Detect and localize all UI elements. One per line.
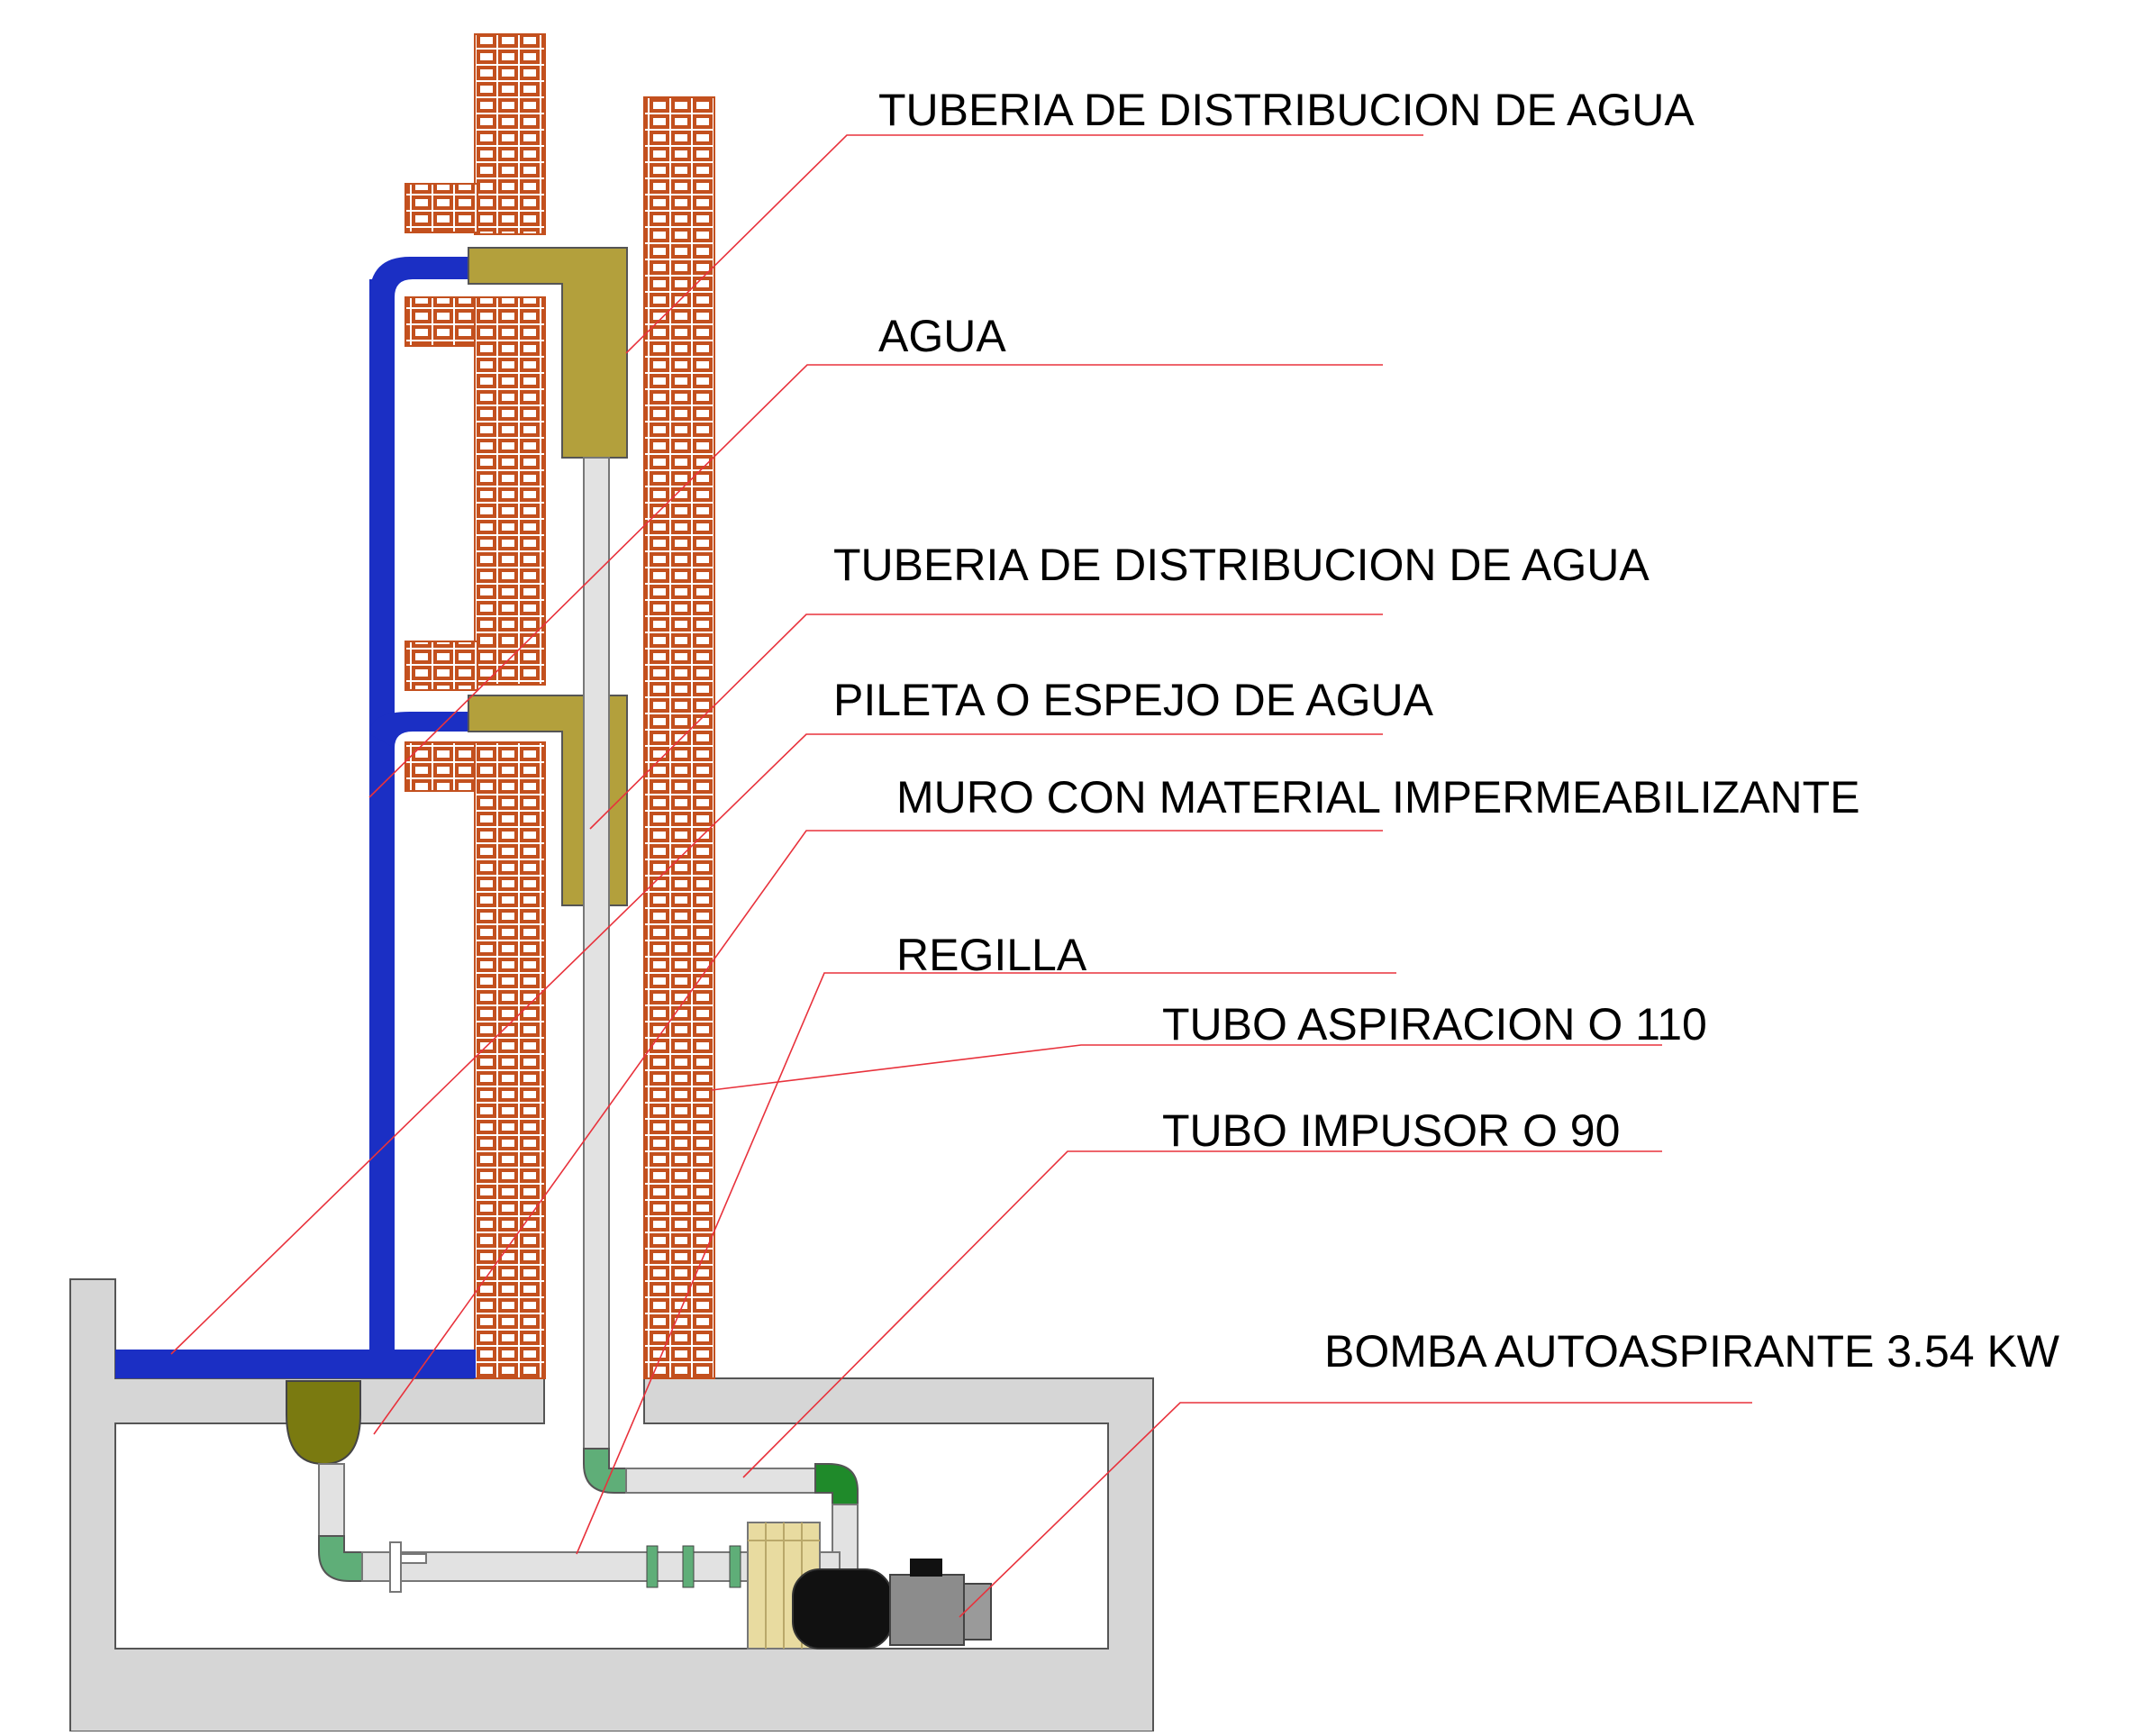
pump-assembly [747, 1522, 992, 1650]
brick-wall-left-middle [474, 296, 546, 686]
return-pipe [583, 457, 859, 1570]
label-suction-pipe: TUBO ASPIRACION O 110 [1162, 999, 1707, 1050]
label-grille: REGILLA [896, 930, 1087, 980]
label-pool: PILETA O ESPEJO DE AGUA [833, 675, 1433, 725]
pump-motor [889, 1574, 965, 1646]
pump-fan-cover [963, 1583, 992, 1641]
brick-wall-left-top [474, 33, 546, 235]
return-elbow-right [814, 1463, 859, 1505]
brick-ledge-2 [404, 296, 478, 347]
valve-stem [389, 1541, 402, 1593]
leader-suction [711, 1044, 1662, 1091]
spout-top [468, 247, 628, 459]
left-brick-wall [404, 33, 546, 1379]
brick-ledge-3 [404, 641, 478, 691]
leader-wall [373, 830, 1383, 1435]
brick-ledge-1 [404, 183, 478, 233]
water-pipe-vertical [369, 279, 395, 1351]
leader-pump [959, 1402, 1752, 1618]
label-water: AGUA [878, 311, 1006, 361]
concrete-structure [69, 1278, 1154, 1732]
leader-pipe-middle [589, 614, 1383, 830]
suction-ring-3 [729, 1545, 741, 1588]
water-pipe-bottom [115, 1350, 476, 1378]
water-distribution-pipe [115, 257, 476, 1378]
suction-elbow [318, 1535, 363, 1582]
brick-ledge-4 [404, 741, 478, 792]
leader-pool [170, 733, 1383, 1355]
suction-ring-1 [646, 1545, 659, 1588]
leader-grille [576, 972, 1396, 1555]
valve-handle [400, 1553, 427, 1564]
grille-drain [286, 1380, 361, 1466]
pump-terminal-box [910, 1559, 942, 1577]
leader-lines [170, 134, 1752, 1618]
suction-pipe-vertical [318, 1463, 345, 1537]
label-wall: MURO CON MATERIAL IMPERMEABILIZANTE [896, 772, 1860, 823]
leader-water [368, 364, 1383, 798]
grille [286, 1380, 361, 1466]
leader-pipe-top [625, 134, 1423, 354]
water-pipe-lower-bend [369, 712, 468, 748]
return-pipe-vertical [583, 457, 610, 1450]
label-pump: BOMBA AUTOASPIRANTE 3.54 KW [1324, 1326, 2059, 1377]
suction-ring-2 [682, 1545, 695, 1588]
water-pipe-upper-bend [369, 257, 468, 297]
brick-wall-left-bottom [474, 741, 546, 1379]
pump-head [792, 1568, 893, 1650]
label-discharge-pipe: TUBO IMPUSOR O 90 [1162, 1105, 1621, 1156]
concrete-basin [69, 1278, 1154, 1732]
return-elbow-left [583, 1448, 627, 1494]
return-pipe-horizontal [625, 1468, 816, 1494]
label-pipe-top: TUBERIA DE DISTRIBUCION DE AGUA [878, 85, 1695, 135]
leader-discharge [742, 1150, 1662, 1478]
brick-wall-right [643, 96, 715, 1379]
label-pipe-middle: TUBERIA DE DISTRIBUCION DE AGUA [833, 540, 1650, 590]
right-brick-wall [643, 96, 715, 1379]
